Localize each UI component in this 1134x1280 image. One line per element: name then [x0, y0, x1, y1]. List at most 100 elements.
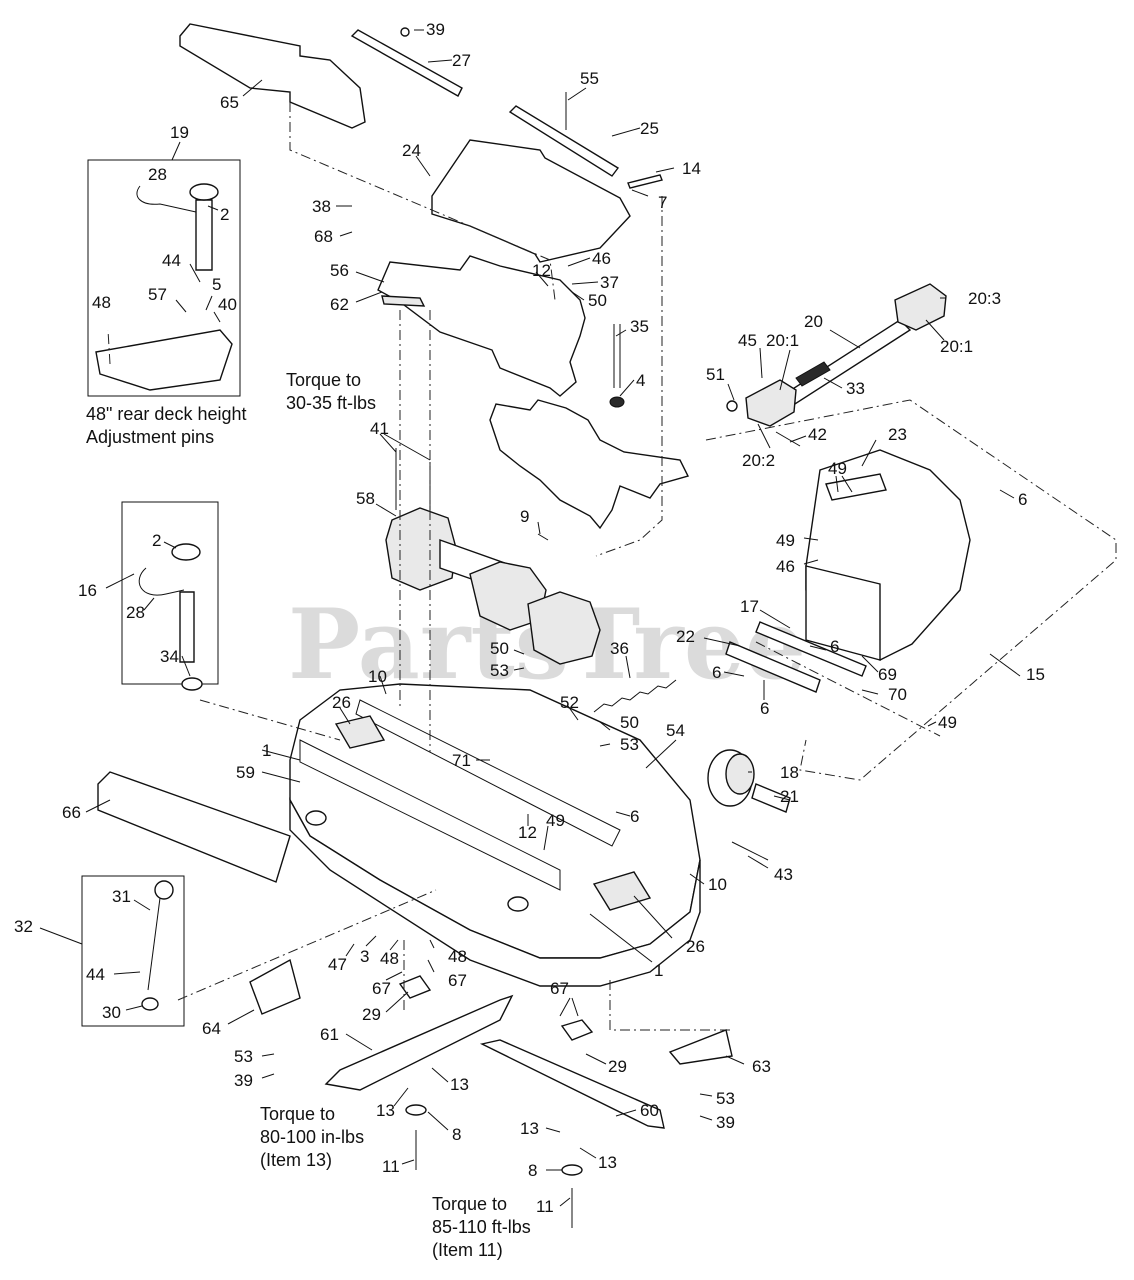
part-28-clip-b — [138, 567, 185, 596]
part-26-decal-a — [334, 715, 386, 749]
callout-26: 26 — [332, 693, 351, 712]
part-24-plate — [431, 139, 631, 263]
part-1-deck-skirt — [289, 797, 701, 987]
callout-64: 64 — [202, 1019, 221, 1038]
part-25-bracket — [508, 105, 620, 177]
callout-68: 68 — [314, 227, 333, 246]
callout-2: 2 — [152, 531, 161, 550]
callout-49: 49 — [938, 713, 957, 732]
callout-34: 34 — [160, 647, 179, 666]
part-42-bolt — [775, 431, 801, 447]
note-torque-85-line2: 85-110 ft-lbs — [432, 1217, 531, 1237]
callout-43: 43 — [774, 865, 793, 884]
callout-1: 1 — [262, 741, 271, 760]
callout-5: 5 — [212, 275, 221, 294]
callout-48: 48 — [380, 949, 399, 968]
callout-25: 25 — [640, 119, 659, 138]
callout-10: 10 — [368, 667, 387, 686]
callout-13: 13 — [520, 1119, 539, 1138]
part-4-nut — [609, 396, 625, 408]
callout-6: 6 — [712, 663, 721, 682]
callout-28: 28 — [148, 165, 167, 184]
callout-32: 32 — [14, 917, 33, 936]
callout-50: 50 — [588, 291, 607, 310]
part-8-washer-a — [405, 1104, 427, 1116]
callout-13: 13 — [376, 1101, 395, 1120]
callout-29: 29 — [362, 1005, 381, 1024]
callout-45: 45 — [738, 331, 757, 350]
callout-19: 19 — [170, 123, 189, 142]
callout-28: 28 — [126, 603, 145, 622]
callout-66: 66 — [62, 803, 81, 822]
part-17-strip — [755, 621, 867, 677]
callout-49: 49 — [776, 531, 795, 550]
part-22-hinge — [725, 641, 821, 693]
callout-7: 7 — [658, 193, 667, 212]
callout-29: 29 — [608, 1057, 627, 1076]
callout-8: 8 — [528, 1161, 537, 1180]
callout-26: 26 — [686, 937, 705, 956]
callout-11: 11 — [536, 1197, 554, 1216]
callout-20: 20 — [804, 312, 823, 331]
callout-10: 10 — [708, 875, 727, 894]
callout-15: 15 — [1026, 665, 1045, 684]
part-64-bracket — [249, 958, 301, 1015]
part-15-chute-mouth — [805, 565, 881, 661]
part-19-pin-assembly — [195, 199, 213, 271]
callout-54: 54 — [666, 721, 685, 740]
callout-70: 70 — [888, 685, 907, 704]
callout-51: 51 — [706, 365, 725, 384]
note-rear-height-line1: 48" rear deck height — [86, 404, 247, 424]
callout-58: 58 — [356, 489, 375, 508]
callout-11: 11 — [382, 1157, 400, 1176]
callout-40: 40 — [218, 295, 237, 314]
callout-8: 8 — [452, 1125, 461, 1144]
callout-65: 65 — [220, 93, 239, 112]
part-8-washer-b — [561, 1164, 583, 1176]
leader-lines — [39, 29, 1021, 1207]
callout-52: 52 — [560, 693, 579, 712]
part-66-baffle — [97, 771, 291, 883]
note-torque-80-line2: 80-100 in-lbs — [260, 1127, 364, 1147]
callout-41: 41 — [370, 419, 389, 438]
callout-16: 16 — [78, 581, 97, 600]
part-30-nut — [141, 997, 159, 1011]
callout-17: 17 — [740, 597, 759, 616]
callout-55: 55 — [580, 69, 599, 88]
callout-69: 69 — [878, 665, 897, 684]
note-torque-80-line3: (Item 13) — [260, 1150, 332, 1170]
part-39-bolt — [400, 27, 410, 37]
part-43-spacer — [731, 841, 769, 861]
part-51-nut — [726, 400, 738, 412]
callout-39: 39 — [234, 1071, 253, 1090]
part-59-rail — [299, 739, 561, 891]
callout-27: 27 — [452, 51, 471, 70]
callout-53: 53 — [716, 1089, 735, 1108]
callout-9: 9 — [520, 507, 529, 526]
callout-39: 39 — [716, 1113, 735, 1132]
callout-20-2: 20:2 — [742, 451, 775, 470]
part-23-bracket — [825, 473, 887, 501]
callout-13: 13 — [598, 1153, 617, 1172]
part-2-washer-b — [171, 543, 201, 561]
callout-36: 36 — [610, 639, 629, 658]
part-33-decal — [795, 361, 831, 387]
part-36-spring — [593, 679, 677, 713]
part-60-blade — [479, 1039, 665, 1129]
callout-67: 67 — [372, 979, 391, 998]
part-31-rod — [147, 897, 161, 991]
part-16-pin — [179, 591, 195, 663]
note-torque-80-line1: Torque to — [260, 1104, 335, 1124]
notes: Torque to 30-35 ft-lbs 48" rear deck hei… — [86, 370, 531, 1260]
callout-24: 24 — [402, 141, 421, 160]
part-63-bracket — [668, 1029, 733, 1065]
callout-1: 1 — [654, 961, 663, 980]
callout-67: 67 — [550, 979, 569, 998]
assembly-line-chute — [705, 399, 1117, 781]
callout-20-3: 20:3 — [968, 289, 1001, 308]
note-torque-85-line3: (Item 11) — [432, 1240, 503, 1260]
inset-19-box — [87, 159, 241, 397]
callout-71: 71 — [452, 751, 471, 770]
part-27-bar — [350, 29, 463, 97]
